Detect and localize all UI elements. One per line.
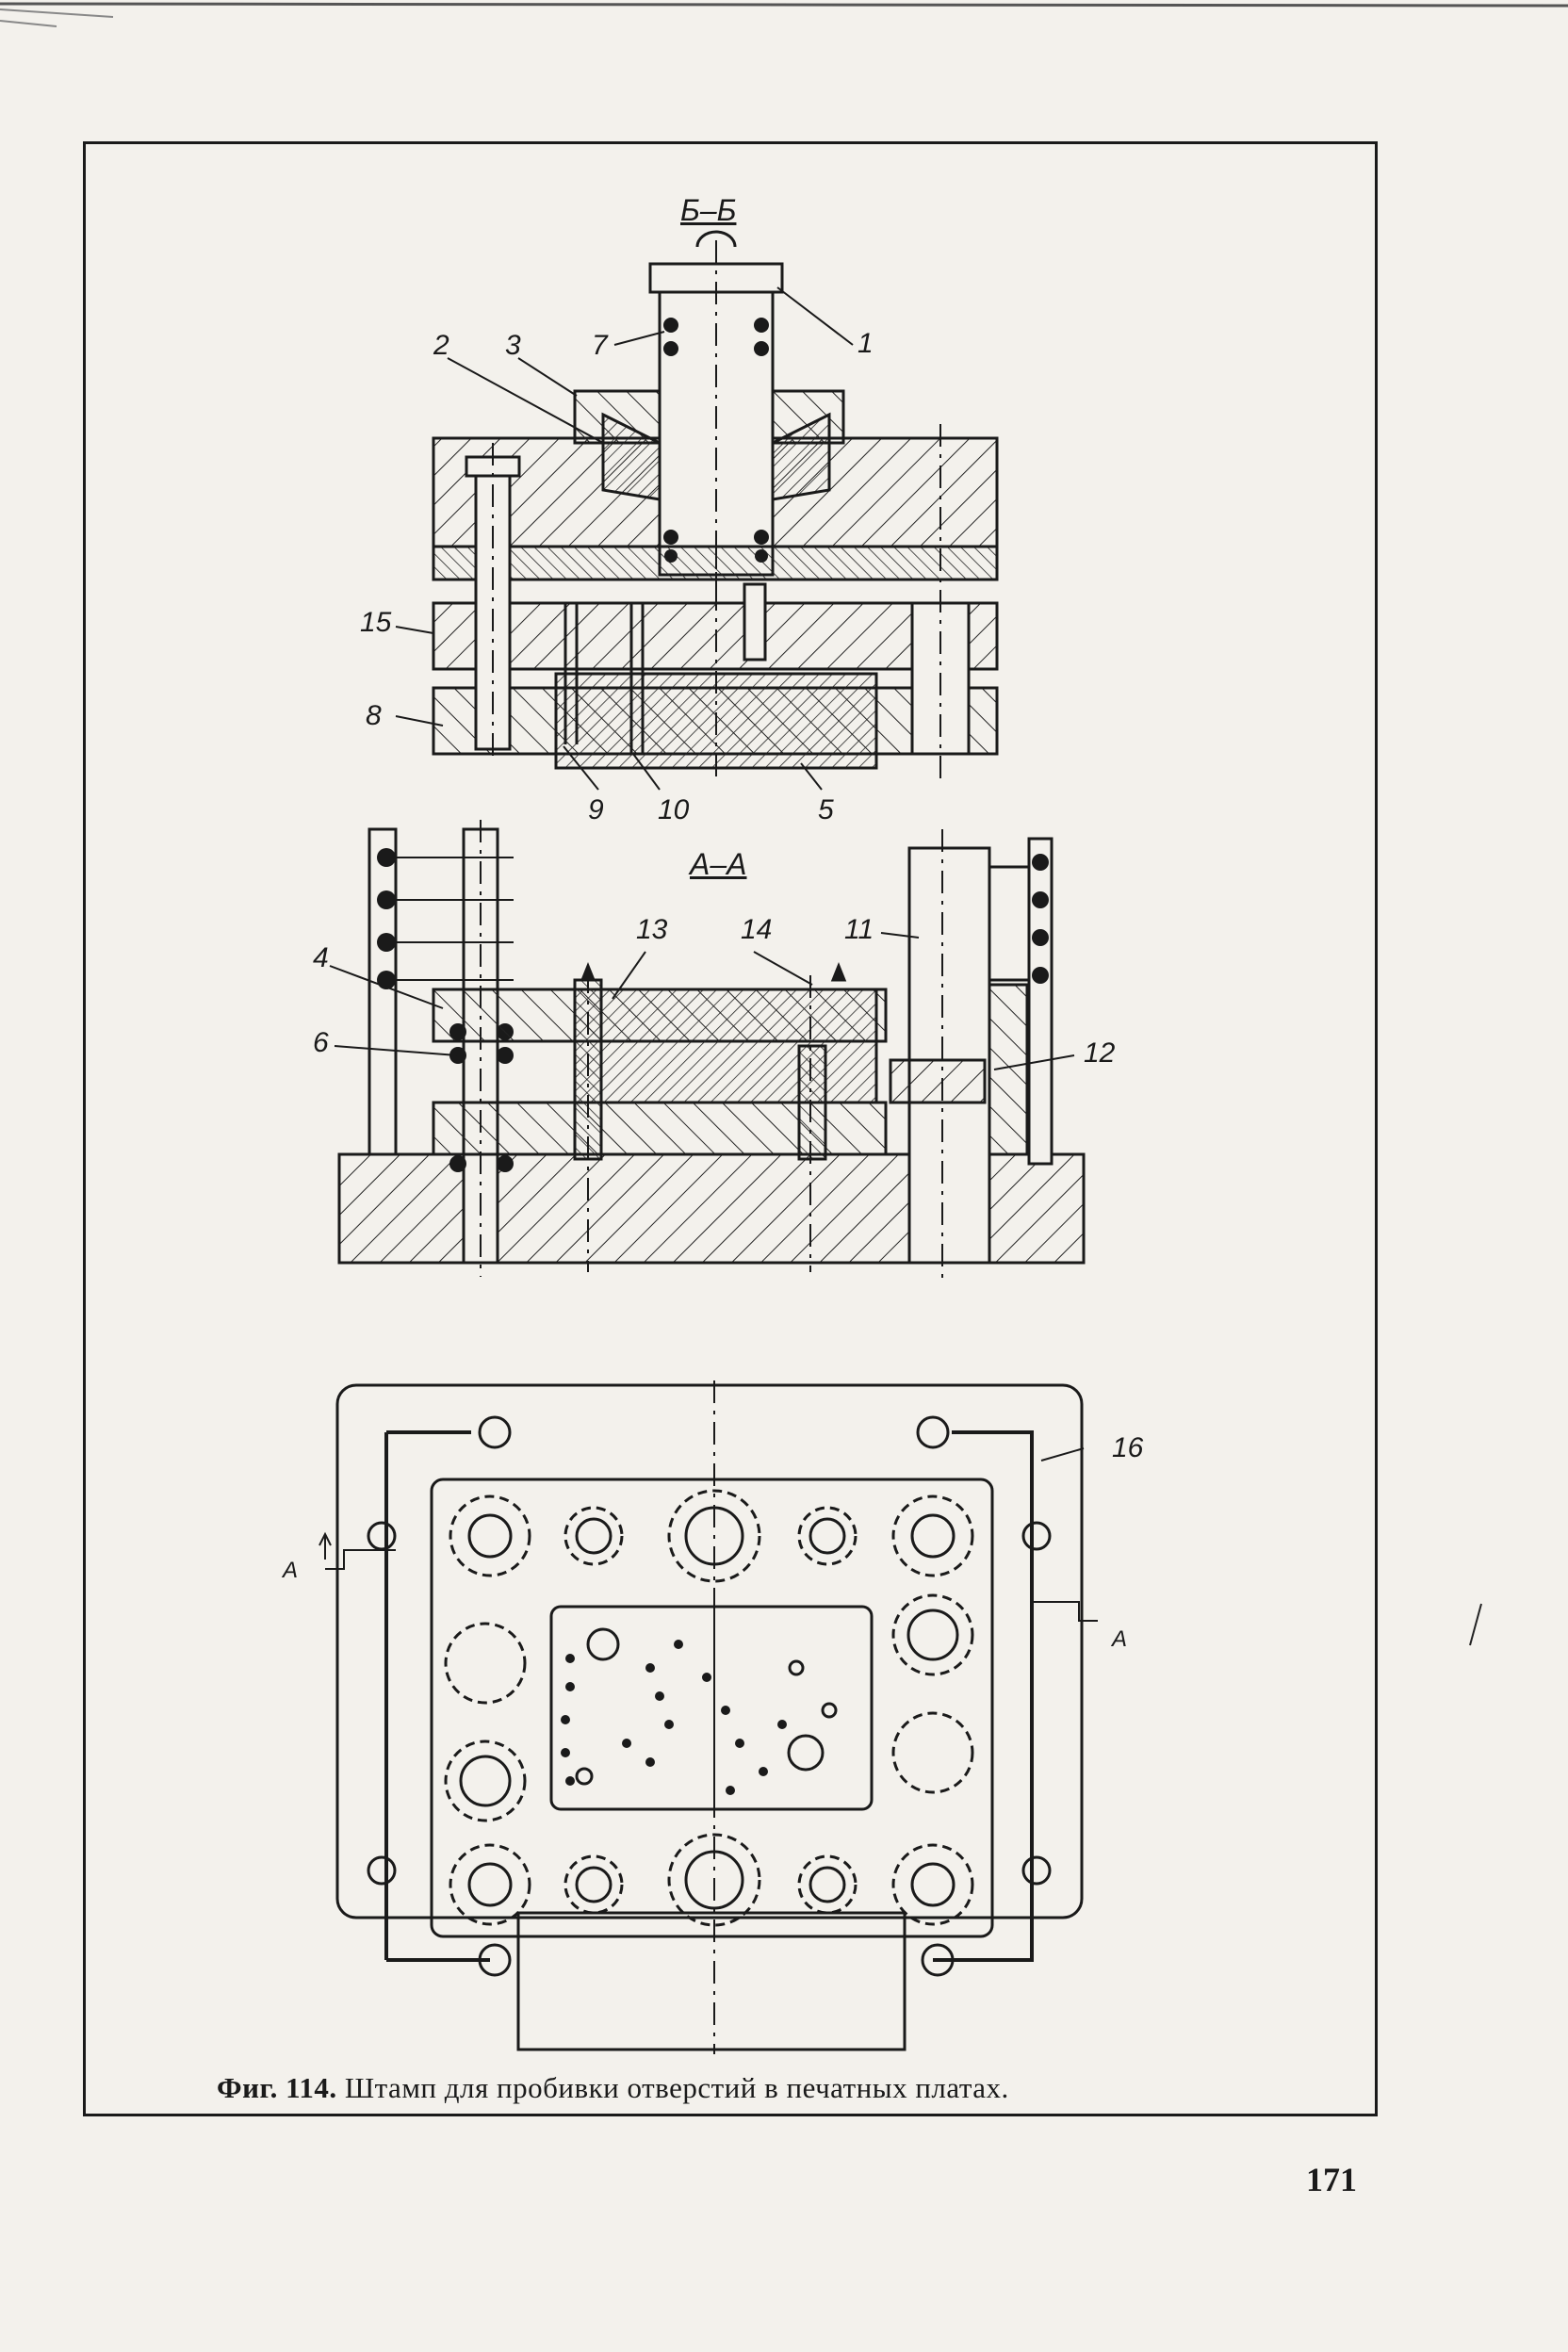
- section-mark-right: А: [1112, 1626, 1128, 1652]
- figure-caption: Фиг. 114. Штамп для пробивки отверстий в…: [217, 2071, 1253, 2105]
- scan-edge: [0, 2, 1568, 27]
- stray-pen-mark: [1469, 1603, 1482, 1646]
- callout-7: 7: [592, 330, 608, 361]
- section-aa-title: А–А: [690, 847, 747, 881]
- callout-5: 5: [818, 794, 834, 825]
- page-number: 171: [1306, 2161, 1357, 2198]
- caption-text: Штамп для пробивки отверстий в печатных …: [344, 2071, 1009, 2104]
- section-bb-title: Б–Б: [680, 193, 737, 227]
- callout-13: 13: [636, 914, 668, 945]
- section-bb-view: [395, 230, 999, 791]
- section-aa-view: [329, 820, 1086, 1282]
- callout-6: 6: [313, 1027, 329, 1058]
- caption-prefix: Фиг. 114.: [217, 2071, 337, 2104]
- figure-frame: [83, 141, 1378, 2116]
- callout-3: 3: [505, 330, 521, 361]
- section-mark-left: А: [283, 1558, 299, 1583]
- callout-10: 10: [658, 794, 690, 825]
- callout-8: 8: [366, 700, 382, 731]
- callout-15: 15: [360, 607, 392, 638]
- plan-view: [318, 1380, 1098, 2054]
- callout-1: 1: [858, 328, 874, 359]
- callout-11: 11: [844, 914, 874, 945]
- callout-16: 16: [1112, 1432, 1144, 1463]
- callout-9: 9: [588, 794, 604, 825]
- callout-14: 14: [741, 914, 773, 945]
- callout-2: 2: [433, 330, 449, 361]
- callout-4: 4: [313, 942, 329, 973]
- callout-12: 12: [1084, 1037, 1116, 1069]
